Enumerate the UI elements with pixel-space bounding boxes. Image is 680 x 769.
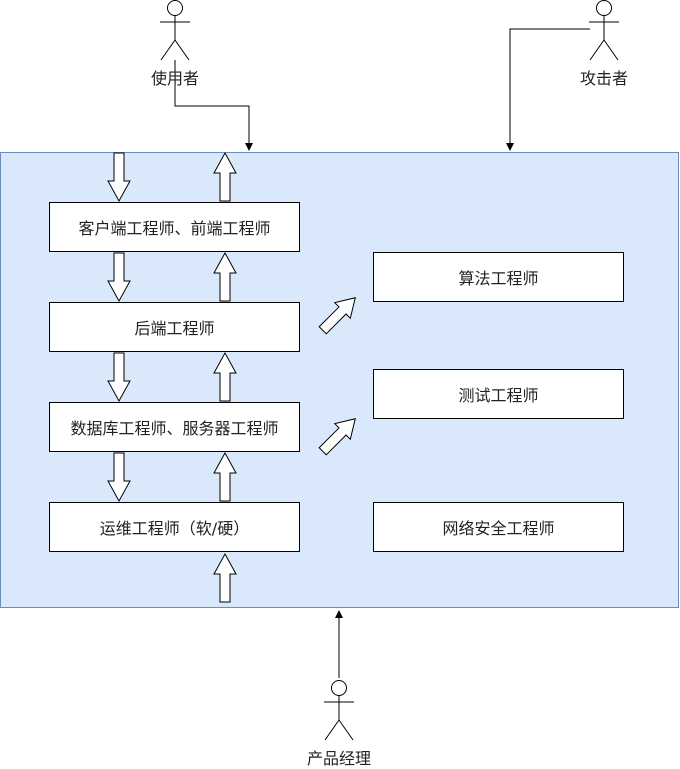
up-arrow-1 <box>213 151 237 202</box>
backend-engineer-label: 后端工程师 <box>134 319 215 338</box>
test-engineer-box[interactable]: 测试工程师 <box>373 369 624 419</box>
diagonal-arrow-to-algorithm <box>318 297 356 335</box>
network-security-engineer-box[interactable]: 网络安全工程师 <box>373 502 624 552</box>
user-connector-line <box>174 60 253 151</box>
down-arrow-4 <box>107 452 131 503</box>
attacker-actor-icon <box>589 0 619 61</box>
database-server-engineer-label: 数据库工程师、服务器工程师 <box>70 419 279 438</box>
ops-engineer-box[interactable]: 运维工程师（软/硬） <box>49 502 300 552</box>
up-arrow-4 <box>213 451 237 502</box>
down-arrow-1 <box>107 152 131 203</box>
user-actor-icon <box>160 0 190 61</box>
algorithm-engineer-box[interactable]: 算法工程师 <box>373 252 624 302</box>
network-security-engineer-label: 网络安全工程师 <box>442 519 555 538</box>
backend-engineer-box[interactable]: 后端工程师 <box>49 302 300 352</box>
diagonal-arrow-to-testing <box>318 418 356 456</box>
up-arrow-2 <box>213 251 237 302</box>
up-arrow-3 <box>213 351 237 402</box>
test-engineer-label: 测试工程师 <box>458 386 539 405</box>
user-actor-label: 使用者 <box>150 69 200 88</box>
client-frontend-engineer-label: 客户端工程师、前端工程师 <box>78 219 271 238</box>
down-arrow-2 <box>107 252 131 303</box>
product-manager-actor-label: 产品经理 <box>306 749 372 768</box>
database-server-engineer-box[interactable]: 数据库工程师、服务器工程师 <box>49 402 300 452</box>
client-frontend-engineer-box[interactable]: 客户端工程师、前端工程师 <box>49 202 300 252</box>
ops-engineer-label: 运维工程师（软/硬） <box>99 519 250 538</box>
up-arrow-5 <box>213 552 237 603</box>
product-manager-actor-icon <box>324 680 354 741</box>
attacker-connector-line <box>506 28 590 151</box>
down-arrow-3 <box>107 352 131 403</box>
attacker-actor-label: 攻击者 <box>579 69 629 88</box>
algorithm-engineer-label: 算法工程师 <box>458 269 539 288</box>
